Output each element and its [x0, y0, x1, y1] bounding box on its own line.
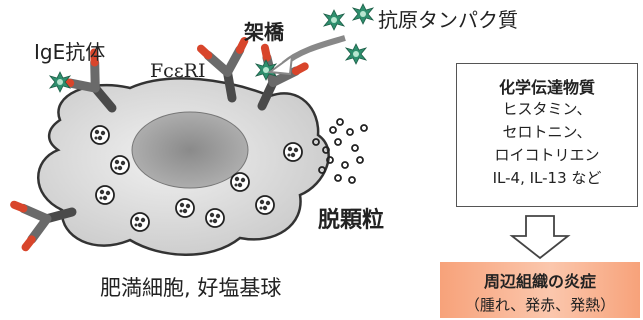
bridge-arrow-head	[267, 53, 294, 76]
inflammation-symptoms: （腫れ、発赤、発熱）	[464, 296, 616, 314]
cross-linking-label: 架橋	[244, 20, 284, 44]
down-arrow	[509, 215, 571, 260]
mediator-item: セロトニン、	[502, 123, 592, 141]
mediators-title: 化学伝達物質	[498, 78, 595, 97]
ige-antibody-label: IgE抗体	[34, 40, 106, 64]
bridge-arrow	[282, 35, 346, 67]
nucleus	[131, 111, 249, 189]
inflammation-title: 周辺組織の炎症	[483, 272, 596, 291]
degranulation-label: 脱顆粒	[318, 208, 385, 233]
released-granules	[312, 118, 368, 184]
mediator-item: ロイコトリエン	[494, 146, 600, 164]
mediator-item: ヒスタミン、	[502, 100, 592, 118]
antigen-protein-label: 抗原タンパク質	[378, 8, 518, 32]
fc-receptor-label: FcεRI	[150, 60, 206, 82]
chemical-mediators-box: 化学伝達物質 ヒスタミン、 セロトニン、 ロイコトリエン IL-4, IL-13…	[456, 63, 638, 207]
mediator-item: IL-4, IL-13 など	[492, 169, 602, 187]
cell-type-label: 肥満細胞, 好塩基球	[100, 276, 282, 300]
inflammation-box: 周辺組織の炎症 （腫れ、発赤、発熱）	[440, 262, 640, 318]
